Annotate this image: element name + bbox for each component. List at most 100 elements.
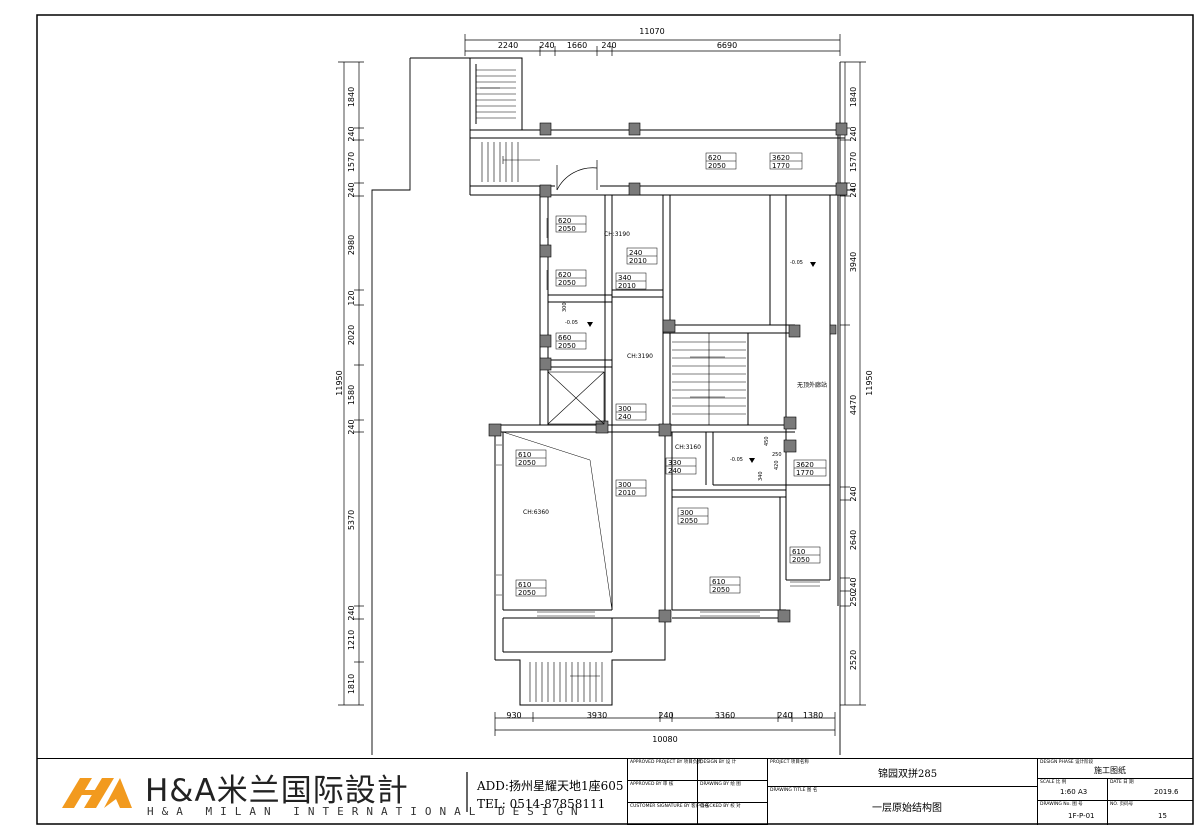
scale: 1:60 A3 xyxy=(1060,788,1088,796)
svg-text:250: 250 xyxy=(772,452,782,458)
svg-text:2050: 2050 xyxy=(792,556,810,564)
svg-text:2050: 2050 xyxy=(518,589,536,597)
right-dim-2: 240 xyxy=(849,126,858,141)
top-dimension-chain xyxy=(464,34,841,56)
svg-text:610: 610 xyxy=(518,581,531,589)
date-cell: DATE 日 期 2019.6 xyxy=(1107,779,1193,801)
left-dim-6: 120 xyxy=(347,290,356,305)
bottom-dimension-chain xyxy=(494,712,836,736)
svg-text:620: 620 xyxy=(558,271,571,279)
company-logo-icon xyxy=(62,778,132,808)
entry-door xyxy=(556,160,598,191)
company-name: H&A米兰国际設計 xyxy=(145,773,409,809)
drawing-number-cell: DRAWING No. 图 号 1F-P-01 xyxy=(1037,801,1107,825)
company-address: ADD:扬州星耀天地1座605 xyxy=(477,779,624,793)
svg-text:2050: 2050 xyxy=(558,225,576,233)
right-dim-5: 3940 xyxy=(849,252,858,272)
bottom-dim-4: 3360 xyxy=(715,711,735,720)
svg-text:300: 300 xyxy=(618,481,631,489)
svg-text:2050: 2050 xyxy=(712,586,730,594)
left-dim-5: 2980 xyxy=(347,235,356,255)
left-dim-1: 1840 xyxy=(347,87,356,107)
structural-columns xyxy=(488,122,848,623)
svg-text:240: 240 xyxy=(668,467,681,475)
ceiling-height-label: CH:6360 xyxy=(523,509,549,516)
right-dim-1: 1840 xyxy=(849,87,858,107)
ceiling-height-label: CH:3190 xyxy=(604,231,630,238)
bottom-dim-5: 240 xyxy=(777,711,792,720)
bottom-dim-2: 3930 xyxy=(587,711,607,720)
project-name: 锦园双拼285 xyxy=(878,769,938,780)
designed-by-cell: DESIGN BY 设 计 xyxy=(697,759,767,781)
scale-cell: SCALE 比 例 1:60 A3 xyxy=(1037,779,1107,801)
right-dim-8: 2640 xyxy=(849,530,858,550)
left-dim-10: 5370 xyxy=(347,510,356,530)
right-dimension-chain xyxy=(840,61,866,706)
ceiling-height-label: CH:3190 xyxy=(627,353,653,360)
approved-cell: APPROVED BY 审 核 xyxy=(627,781,697,803)
svg-text:450: 450 xyxy=(764,436,770,446)
bottom-overall-dim: 10080 xyxy=(652,735,677,744)
svg-text:300: 300 xyxy=(562,302,568,312)
svg-text:340: 340 xyxy=(618,274,631,282)
drawn-by-cell: DRAWING BY 绘 图 xyxy=(697,781,767,803)
stairs xyxy=(476,69,746,702)
window-tag: 610 2050 xyxy=(515,579,547,597)
checked-by-cell: CHECKED BY 校 对 xyxy=(697,803,767,825)
svg-text:610: 610 xyxy=(712,578,725,586)
right-dim-7: 240 xyxy=(849,486,858,501)
walls xyxy=(469,57,845,706)
window-tag: 620 2050 xyxy=(705,152,737,170)
top-overall-dim: 11070 xyxy=(639,27,664,36)
top-dim-3: 1660 xyxy=(567,41,587,50)
svg-text:2050: 2050 xyxy=(680,517,698,525)
right-dim-3: 1570 xyxy=(849,152,858,172)
window-tag: 330 240 xyxy=(665,457,697,475)
left-dimension-chain xyxy=(338,61,364,706)
svg-text:1770: 1770 xyxy=(772,162,790,170)
left-dim-9: 240 xyxy=(347,419,356,434)
left-overall-dim: 11950 xyxy=(335,370,344,395)
window-tag: 3620 1770 xyxy=(769,152,803,170)
right-dim-6: 4470 xyxy=(849,395,858,415)
svg-text:2010: 2010 xyxy=(629,257,647,265)
window-tag: 610 2050 xyxy=(515,449,547,467)
svg-text:2050: 2050 xyxy=(708,162,726,170)
project-cell: PROJECT 项目名称 锦园双拼285 xyxy=(767,759,1037,787)
top-dim-1: 2240 xyxy=(498,41,518,50)
left-dim-13: 1810 xyxy=(347,674,356,694)
bottom-dim-3: 240 xyxy=(658,711,673,720)
right-dim-10: 250 xyxy=(849,591,858,606)
company-logo: H&A米兰国际設計 H&A MILAN INTERNATIONAL DESIGN xyxy=(37,759,578,825)
svg-text:3620: 3620 xyxy=(772,154,790,162)
svg-text:1770: 1770 xyxy=(796,469,814,477)
svg-text:240: 240 xyxy=(629,249,642,257)
level-marks: -0.05 -0.05 -0.05 xyxy=(565,260,816,463)
approved-project-cell: APPROVED PROJECT BY 项目负责 xyxy=(627,759,702,781)
svg-text:240: 240 xyxy=(618,413,631,421)
right-overall-dim: 11950 xyxy=(865,370,874,395)
svg-text:660: 660 xyxy=(558,334,571,342)
svg-text:3620: 3620 xyxy=(796,461,814,469)
window-tag: 660 2050 xyxy=(555,332,587,350)
ceiling-height-label: CH:3160 xyxy=(675,444,701,451)
left-dim-2: 240 xyxy=(347,126,356,141)
svg-text:620: 620 xyxy=(708,154,721,162)
drawing-number: 1F-P-01 xyxy=(1068,812,1095,820)
svg-text:420: 420 xyxy=(774,460,780,470)
window-tag: 3620 1770 xyxy=(793,459,827,477)
svg-text:620: 620 xyxy=(558,217,571,225)
customer-signature-cell: CUSTOMER SIGNATURE BY 客户签名 xyxy=(627,803,709,825)
left-dim-8: 1580 xyxy=(347,385,356,405)
window-tag: 610 2050 xyxy=(789,546,821,564)
svg-text:2050: 2050 xyxy=(518,459,536,467)
company-phone: TEL: 0514-87858111 xyxy=(477,797,606,811)
design-phase-cell: DESIGN PHASE 设计阶段 施工图纸 xyxy=(1037,759,1193,779)
design-phase: 施工图纸 xyxy=(1094,766,1126,775)
right-dim-9: 240 xyxy=(849,577,858,592)
svg-text:2010: 2010 xyxy=(618,489,636,497)
left-dim-12: 1210 xyxy=(347,630,356,650)
date: 2019.6 xyxy=(1154,788,1179,796)
svg-text:300: 300 xyxy=(680,509,693,517)
